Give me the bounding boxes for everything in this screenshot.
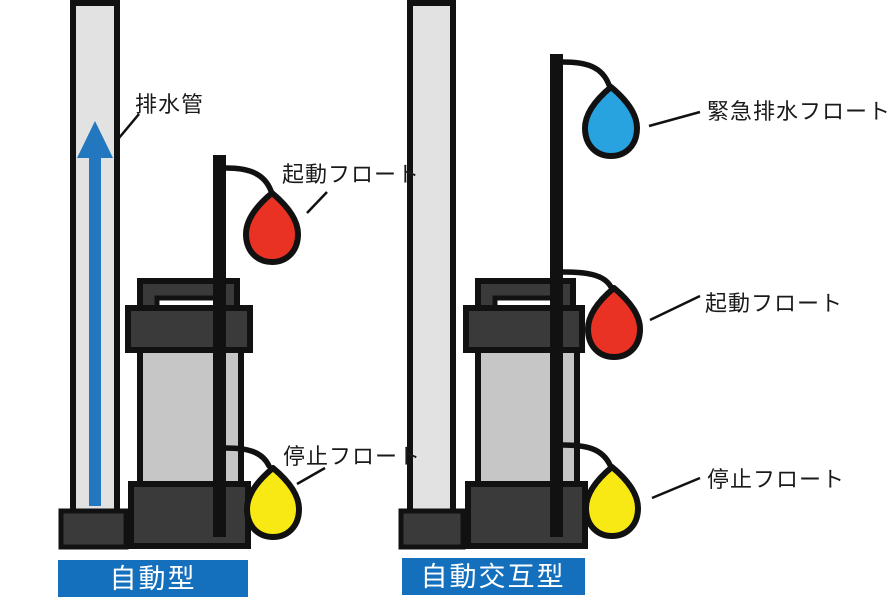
right-stop-float-cable [560, 442, 613, 468]
right-start-float-label: 起動フロート [705, 291, 843, 316]
left-type-label: 自動型 [110, 564, 197, 594]
right-type-label: 自動交互型 [421, 562, 566, 592]
right-start-float [585, 285, 643, 360]
left-type-bar [58, 560, 248, 597]
emergency-float-label: 緊急排水フロート [707, 99, 889, 124]
right-stop-float-label: 停止フロート [707, 467, 845, 492]
left-stop-float-cable [223, 445, 272, 469]
emergency-float-pointer-line [648, 110, 701, 128]
left-pump-group [58, 0, 302, 550]
left-stop-float-pointer-line [296, 466, 326, 486]
right-emergency-float [582, 84, 640, 159]
right-drain-pipe [407, 0, 456, 516]
right-pump-group [398, 0, 643, 550]
right-stop-float [583, 464, 641, 539]
up-arrow-icon [77, 121, 113, 506]
left-start-float-cable [223, 165, 274, 194]
left-start-float [243, 190, 301, 265]
left-pump-cap [125, 305, 253, 353]
left-float-rod [213, 155, 226, 537]
left-start-float-label: 起動フロート [282, 162, 420, 187]
drain-pipe-label: 排水管 [135, 92, 204, 117]
left-start-float-pointer-line [306, 191, 328, 214]
right-start-float-pointer-line [649, 294, 701, 322]
right-pump-cap [463, 305, 585, 353]
right-start-float-cable [560, 269, 614, 290]
left-pipe-base-block [58, 508, 129, 550]
right-pump-base [465, 481, 588, 549]
right-float-rod [550, 54, 563, 537]
drain-pipe-pointer-line [118, 113, 140, 139]
callout-labels: 排水管 起動フロート 停止フロート 緊急排水フロート 起動フロート 停止フロート [118, 92, 889, 500]
right-stop-float-pointer-line [651, 476, 701, 500]
right-type-bar [402, 558, 585, 595]
right-emergency-float-cable [560, 59, 612, 88]
right-pipe-base-block [398, 508, 466, 550]
left-stop-float-label: 停止フロート [283, 444, 421, 469]
left-stop-float [244, 465, 302, 540]
type-name-bars: 自動型 自動交互型 [58, 558, 585, 597]
left-pump-base [128, 481, 251, 549]
